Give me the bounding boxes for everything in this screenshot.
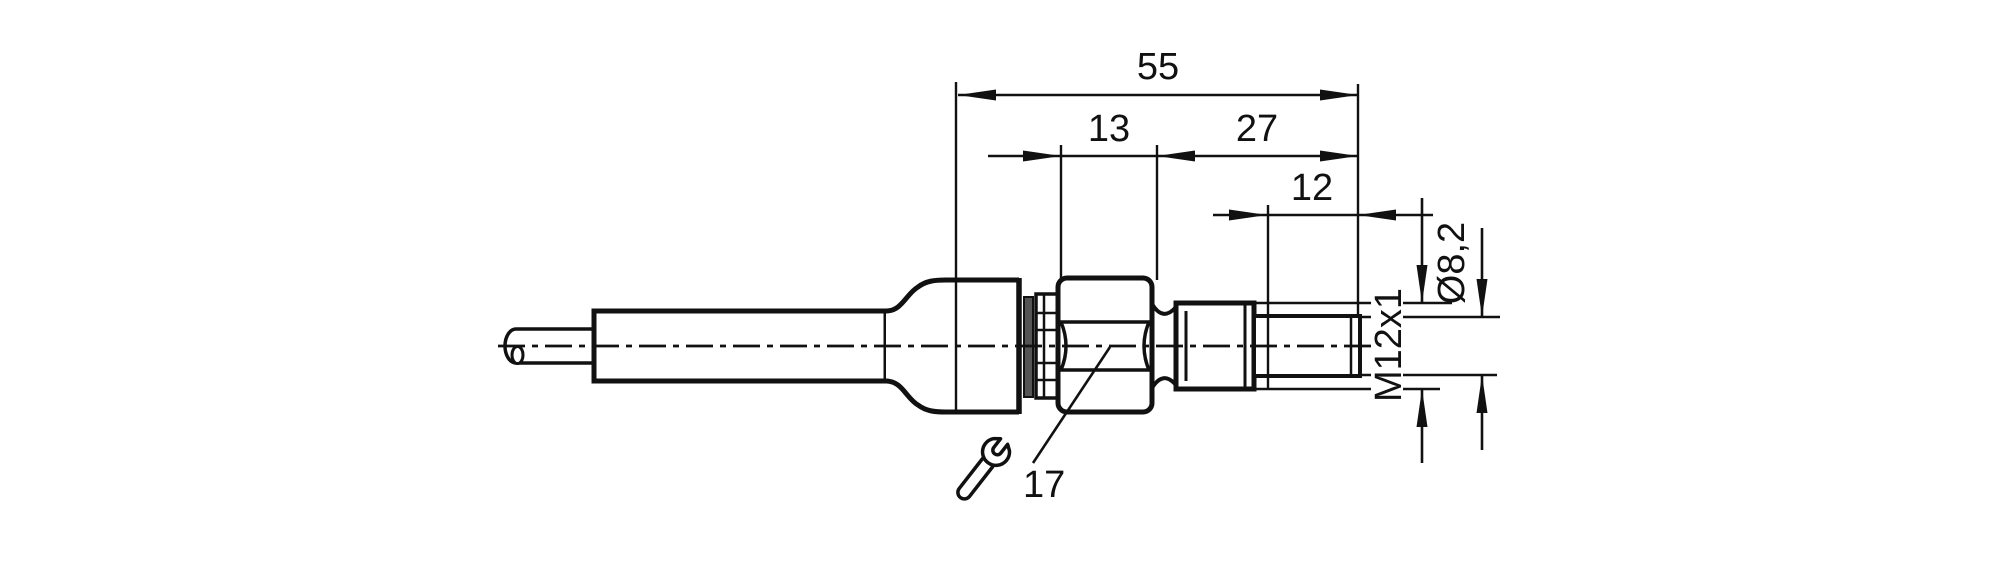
dim-front-length-label: 27 (1236, 108, 1278, 150)
hex-nut (1055, 275, 1155, 415)
wrench-icon (956, 436, 1012, 501)
dim-hex-length-label: 13 (1088, 108, 1130, 150)
housing (885, 277, 1022, 415)
thread-size-label: M12x1 (1368, 288, 1410, 402)
dimension-labels: 55 13 27 12 M12x1 Ø8,2 17 (1023, 46, 1473, 506)
tip-diameter-label: Ø8,2 (1431, 222, 1473, 304)
wrench-leader-line (1031, 346, 1112, 464)
dim-overall-length-label: 55 (1137, 46, 1179, 88)
dim-tip-length-label: 12 (1291, 167, 1333, 209)
wrench-size-label: 17 (1023, 464, 1065, 506)
dimension-lines (954, 82, 1500, 464)
thread-label-halo (1371, 288, 1403, 404)
